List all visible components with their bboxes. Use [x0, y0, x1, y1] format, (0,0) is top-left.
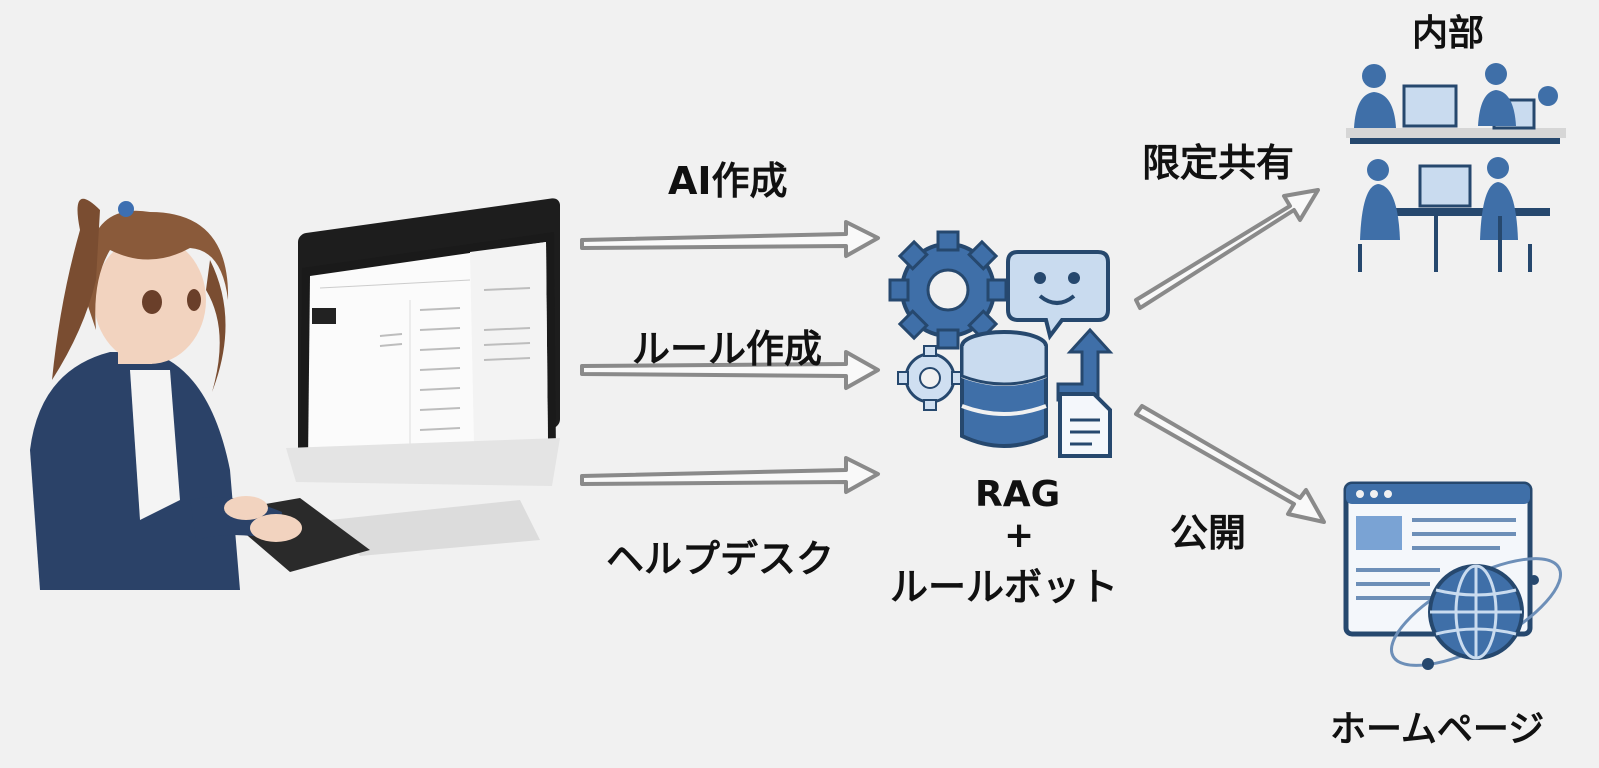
rule-creation-label: ルール作成 — [632, 327, 823, 371]
limited-share-label: 限定共有 — [1142, 141, 1295, 185]
rag-icon-cluster — [888, 230, 1114, 458]
homepage-label: ホームページ — [1330, 709, 1545, 750]
person-at-computer-icon — [30, 198, 560, 590]
chatbot-icon — [1006, 250, 1110, 341]
database-icon — [960, 330, 1048, 448]
small-gear-icon — [897, 345, 963, 411]
input-arrows — [580, 220, 880, 494]
ai-creation-label: AI作成 — [668, 159, 788, 203]
document-icon — [1058, 392, 1112, 458]
rag-label: RAG — [975, 474, 1061, 515]
team-meeting-icon — [1346, 63, 1566, 272]
plus-label: + — [1004, 515, 1035, 556]
internal-label: 内部 — [1412, 13, 1485, 54]
helpdesk-label: ヘルプデスク — [606, 537, 835, 581]
gear-icon — [888, 230, 1008, 350]
upload-arrow-icon — [1056, 327, 1114, 402]
publish-label: 公開 — [1170, 511, 1247, 555]
webpage-globe-icon — [1343, 481, 1563, 670]
rule-bot-label: ルールボット — [890, 565, 1119, 609]
output-arrows — [1134, 188, 1326, 524]
